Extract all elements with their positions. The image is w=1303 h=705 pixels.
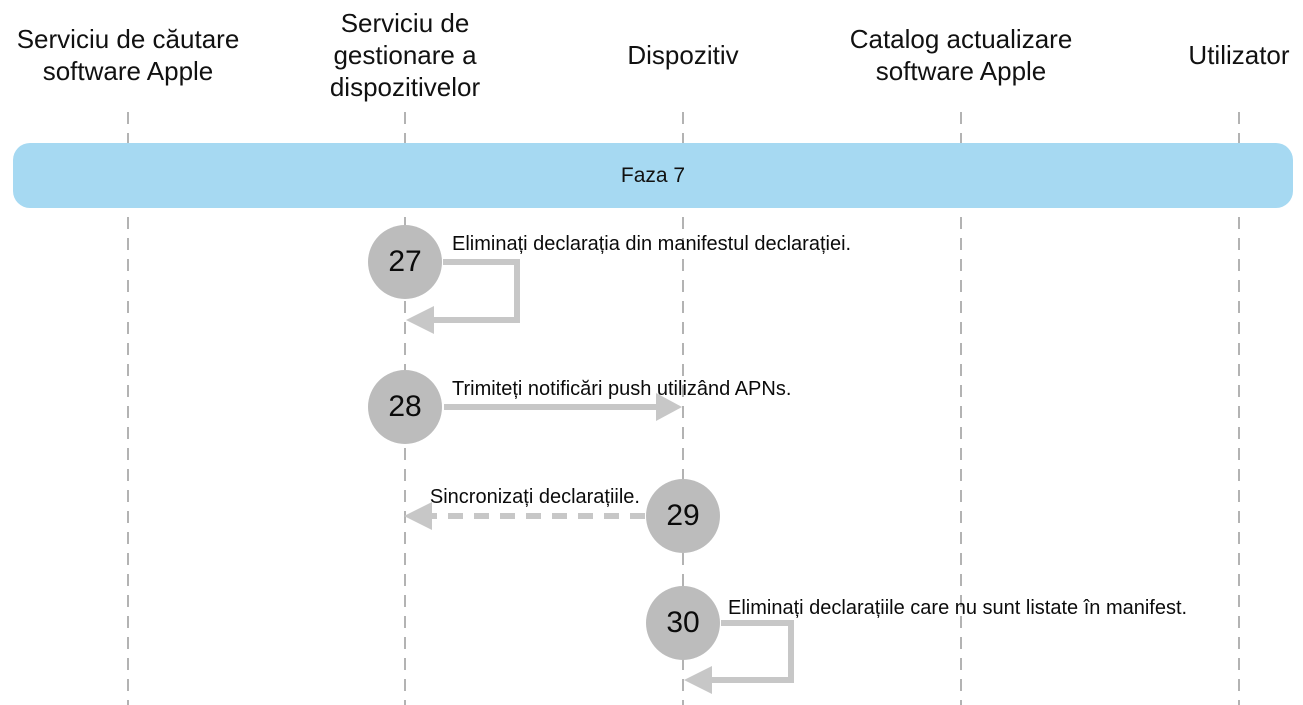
actor-label-utilizator: Utilizator xyxy=(1188,40,1290,71)
step-circle-30 xyxy=(646,586,720,660)
arrowhead-right-icon xyxy=(656,393,682,421)
arrowhead-left-icon xyxy=(406,306,434,334)
actor-label-catalog: Catalog actualizare software Apple xyxy=(849,24,1073,86)
arrow-30-self-loop xyxy=(684,620,794,694)
step-circle-27 xyxy=(368,225,442,299)
arrow-27-self-loop xyxy=(406,259,520,334)
step-label-27: Eliminați declarația din manifestul decl… xyxy=(452,233,852,255)
arrowhead-left-icon xyxy=(404,502,432,530)
step-number-28: 28 xyxy=(388,390,422,423)
step-number-29: 29 xyxy=(666,499,700,532)
actor-label-dispozitiv: Dispozitiv xyxy=(627,40,739,71)
arrowhead-left-icon xyxy=(684,666,712,694)
arrow-28-push xyxy=(444,393,682,421)
step-number-27: 27 xyxy=(388,245,422,278)
phase-label: Faza 7 xyxy=(620,163,686,187)
arrow-29-sync-dashed xyxy=(404,502,645,530)
actor-label-serviciu-cautare: Serviciu de căutare software Apple xyxy=(16,24,240,86)
step-number-30: 30 xyxy=(666,606,700,639)
step-label-28: Trimiteți notificări push utilizând APNs… xyxy=(452,378,792,400)
step-circle-28 xyxy=(368,370,442,444)
actor-label-serviciu-gestionare: Serviciu de gestionare a dispozitivelor xyxy=(329,8,481,102)
step-label-29: Sincronizați declarațiile. xyxy=(429,486,640,508)
phase-banner xyxy=(13,143,1293,208)
step-label-30: Eliminați declarațiile care nu sunt list… xyxy=(728,597,1188,619)
step-circle-29 xyxy=(646,479,720,553)
